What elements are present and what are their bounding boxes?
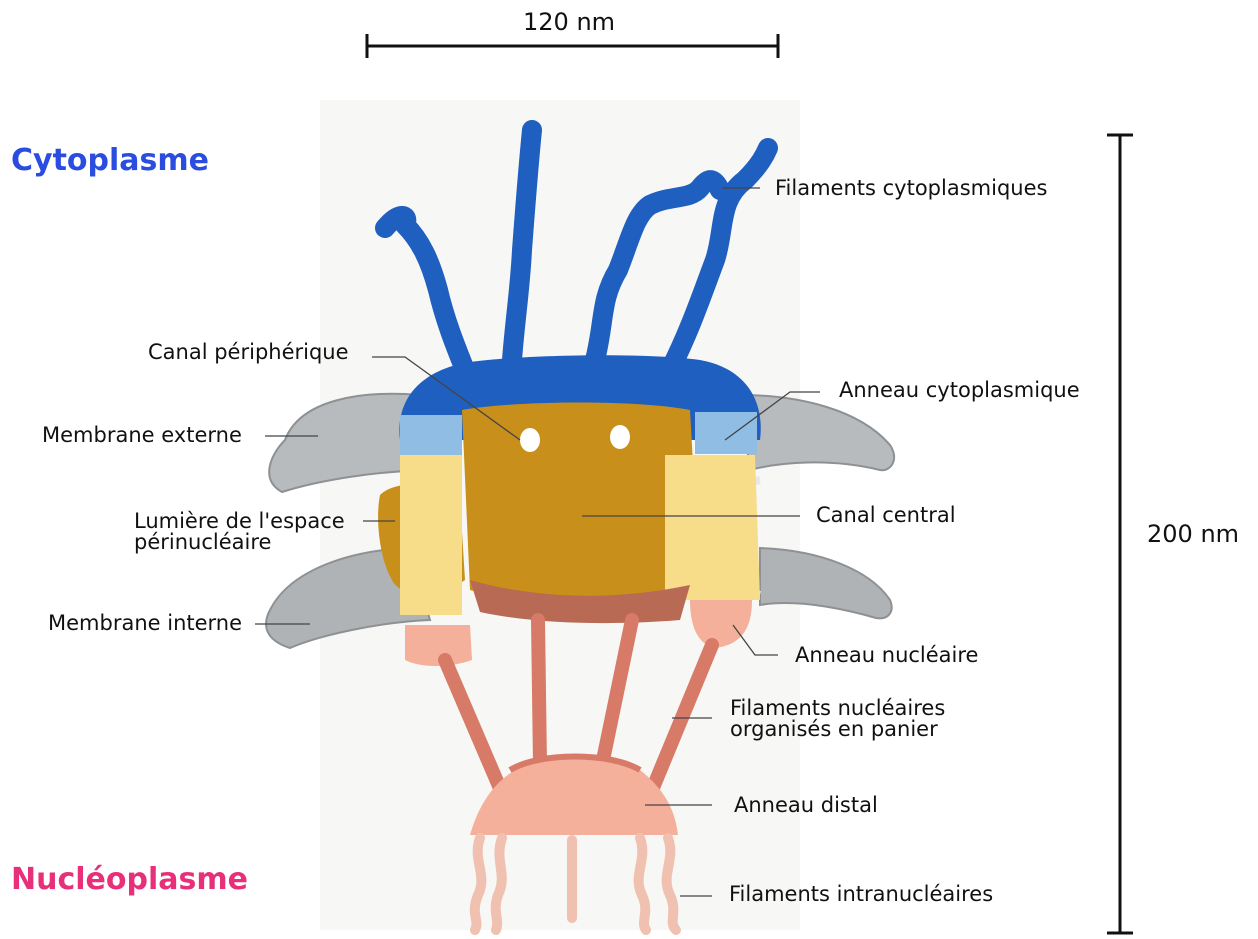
label-lumiere-line1: Lumière de l'espace (134, 511, 345, 532)
label-lumiere-line2: périnucléaire (134, 532, 271, 553)
width-scale-label: 120 nm (523, 12, 615, 33)
width-scale-bar (367, 34, 778, 58)
central-core (462, 403, 700, 600)
label-filaments-intranucleaires: Filaments intranucléaires (729, 884, 993, 905)
label-filaments-nucleaires-line2: organisés en panier (730, 719, 938, 740)
label-anneau-nucleaire: Anneau nucléaire (795, 645, 978, 666)
height-scale-label: 200 nm (1147, 524, 1239, 545)
label-filaments-nucleaires-line1: Filaments nucléaires (730, 698, 945, 719)
label-filaments-cytoplasmiques: Filaments cytoplasmiques (775, 178, 1047, 199)
label-membrane-externe: Membrane externe (42, 425, 242, 446)
label-canal-central: Canal central (816, 505, 956, 526)
nucleoplasm-region-label: Nucléoplasme (11, 862, 248, 897)
label-canal-peripherique: Canal périphérique (148, 342, 349, 363)
spoke-left (400, 455, 462, 615)
light-blue-left (400, 415, 462, 455)
label-anneau-cytoplasmique: Anneau cytoplasmique (839, 380, 1080, 401)
cytoplasm-region-label: Cytoplasme (11, 143, 209, 178)
label-anneau-distal: Anneau distal (734, 795, 878, 816)
spoke-right (665, 455, 760, 600)
light-blue-right (695, 412, 757, 454)
label-membrane-interne: Membrane interne (48, 613, 242, 634)
peripheral-channel-hole-1 (520, 428, 540, 452)
peripheral-channel-hole-2 (610, 425, 630, 449)
height-scale-bar (1107, 135, 1133, 933)
